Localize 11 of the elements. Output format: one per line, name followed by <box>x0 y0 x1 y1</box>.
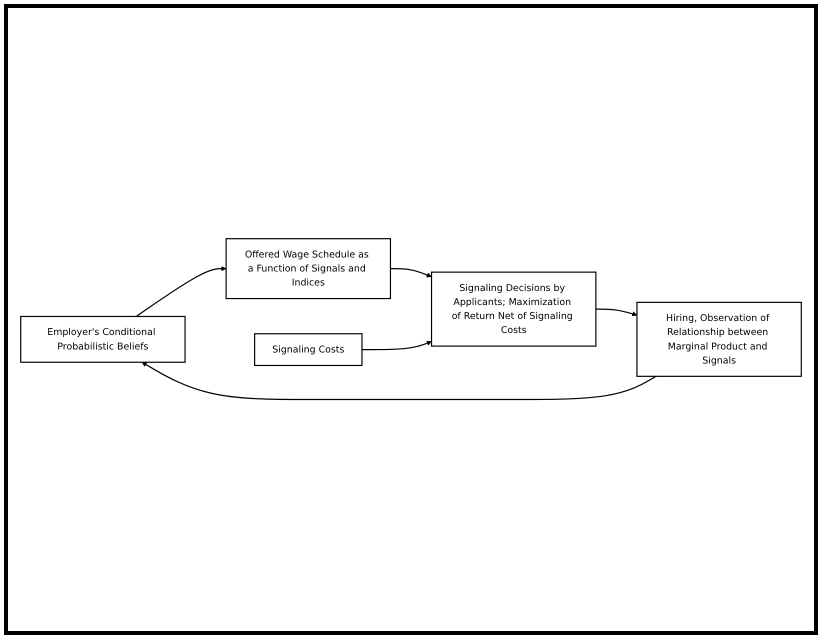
arrow <box>390 268 432 278</box>
arrow <box>596 308 638 317</box>
node-box <box>430 272 596 348</box>
arrow <box>362 341 432 351</box>
diagram-frame: Employer's Conditional Probabilistic Beliefs Offered Wage Schedule as a Function of Signals and Indices Hiring, Observation of Relationship between Marginal Product and Signals Signaling Decisions by Applicants; Maximization of Return Net of Signaling Costs Signaling Costs <box>4 4 818 635</box>
node-box <box>20 316 186 364</box>
node-box <box>254 334 363 366</box>
node-box <box>636 302 802 378</box>
arrow <box>142 362 656 400</box>
node-box <box>226 238 392 300</box>
arrow <box>136 266 226 318</box>
